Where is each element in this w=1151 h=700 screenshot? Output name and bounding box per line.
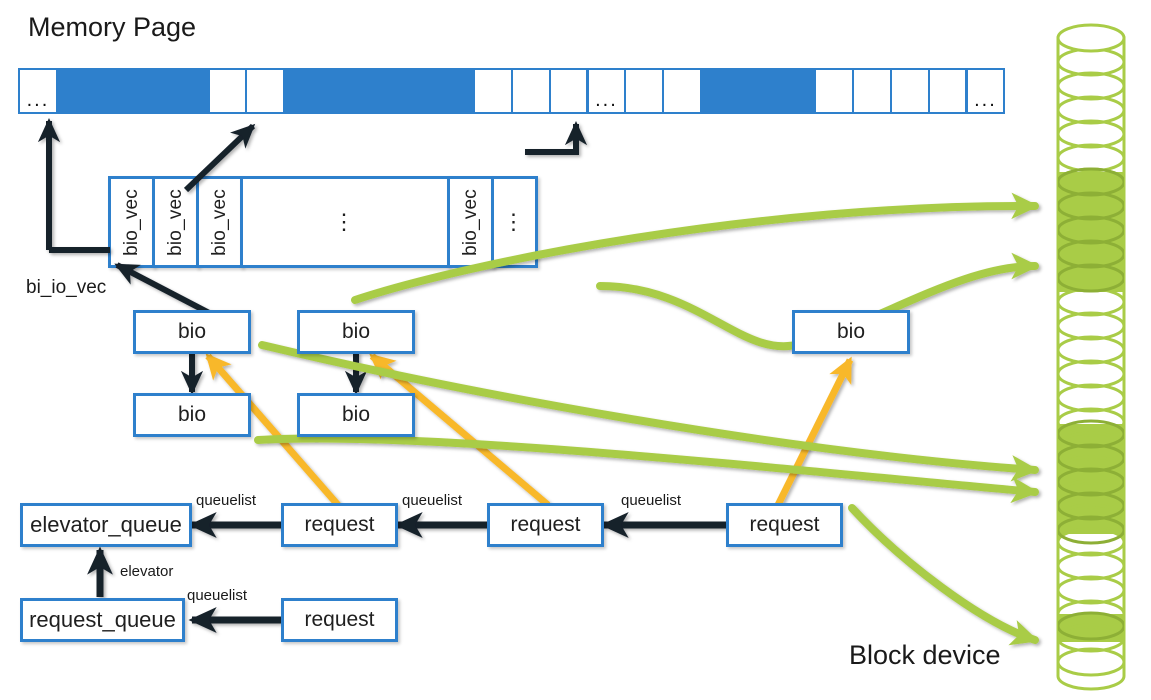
vertical-ellipsis: ⋮ — [502, 209, 527, 234]
request-node-4[interactable]: request — [281, 598, 398, 642]
memory-page-cell — [776, 68, 816, 114]
bio-node-2[interactable]: bio — [297, 310, 415, 354]
memory-page-cell — [472, 68, 513, 114]
ellipsis-dots: ... — [595, 89, 618, 111]
bio-vec-cell: bio_vec — [447, 176, 494, 268]
memory-page-cell — [93, 68, 134, 114]
memory-page-cell — [662, 68, 703, 114]
block-device-label: Block device — [849, 640, 1001, 670]
request-node-1[interactable]: request — [281, 503, 398, 547]
page-title: Memory Page — [28, 12, 197, 42]
memory-page-cell — [927, 68, 968, 114]
memory-page-cell — [397, 68, 437, 114]
memory-page-cell — [510, 68, 551, 114]
bio-vec-cell: bio_vec — [152, 176, 199, 268]
edge-label-queuelist-4: queuelist — [187, 587, 248, 604]
bio-vec-cell: bio_vec — [108, 176, 155, 268]
ellipsis-dots: ... — [974, 89, 997, 111]
memory-page-cell — [245, 68, 286, 114]
memory-page-cell — [813, 68, 854, 114]
request-node-2[interactable]: request — [487, 503, 604, 547]
memory-page-cell — [624, 68, 665, 114]
memory-page-cell — [434, 68, 475, 114]
memory-page-cell — [131, 68, 172, 114]
ellipsis-dots: ... — [26, 89, 50, 111]
memory-page-cell — [207, 68, 248, 114]
memory-page-cell — [548, 68, 589, 114]
bio-vec-label: bio_vec — [208, 188, 230, 256]
bio-node-5[interactable]: bio — [792, 310, 910, 354]
memory-page-cell — [169, 68, 210, 114]
bio-vec-cell: bio_vec — [196, 176, 243, 268]
memory-page-cell — [55, 68, 96, 114]
bio-vec-gap-cell: ⋮ — [240, 176, 450, 268]
bio-vec-label: bio_vec — [164, 188, 186, 256]
bi-io-vec-label: bi_io_vec — [26, 277, 107, 298]
bio-node-3[interactable]: bio — [133, 393, 251, 437]
bio-vec-gap-cell: ⋮ — [491, 176, 538, 268]
request-node-3[interactable]: request — [726, 503, 843, 547]
memory-page-cell — [359, 68, 399, 114]
vertical-ellipsis: ⋮ — [333, 209, 357, 234]
memory-page-cell — [889, 68, 930, 114]
request-queue-node[interactable]: request_queue — [20, 598, 185, 642]
bio-node-4[interactable]: bio — [297, 393, 415, 437]
edge-label-queuelist-3: queuelist — [621, 492, 682, 509]
edge-label-elevator: elevator — [120, 563, 174, 580]
edge-label-queuelist-2: queuelist — [402, 492, 463, 509]
memory-page-cell: ... — [586, 68, 627, 114]
memory-page-cell: ... — [18, 68, 58, 114]
memory-page-cell — [738, 68, 778, 114]
edge-label-queuelist-1: queuelist — [196, 492, 257, 509]
memory-page-cell — [700, 68, 741, 114]
elevator-queue-node[interactable]: elevator_queue — [20, 503, 192, 547]
bio-vec-label: bio_vec — [120, 188, 142, 256]
memory-page-cell — [321, 68, 362, 114]
bio-vec-label: bio_vec — [459, 188, 481, 256]
bio-node-1[interactable]: bio — [133, 310, 251, 354]
memory-page-cell: ... — [965, 68, 1006, 114]
memory-page-cell — [283, 68, 324, 114]
memory-page-cell — [851, 68, 892, 114]
